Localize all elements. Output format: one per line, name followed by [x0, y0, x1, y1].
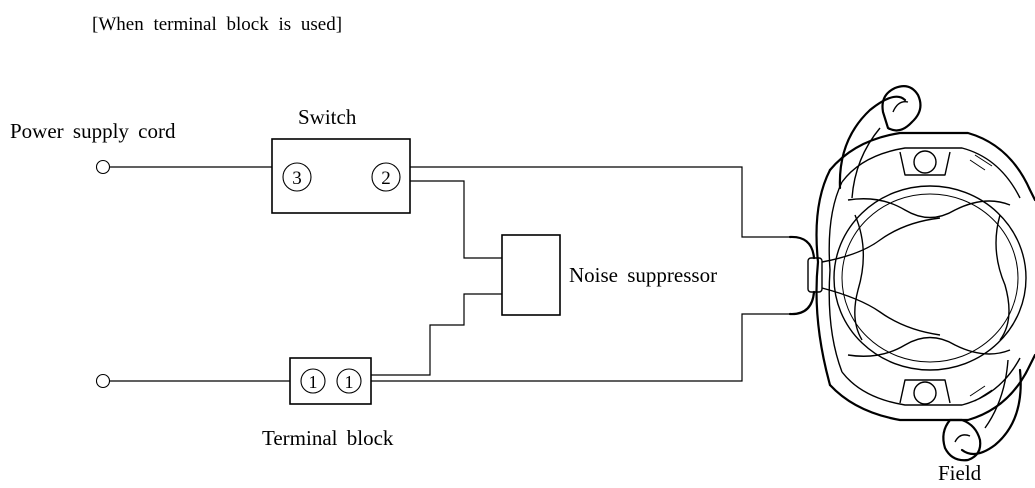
- field-mount-boss-top: [899, 151, 951, 176]
- block-terminal-right: [336, 368, 362, 394]
- noise-suppressor-label: Noise suppressor: [569, 263, 717, 287]
- terminal-block-label: Terminal block: [262, 426, 394, 450]
- field-detail-marks-bottom: [969, 385, 993, 402]
- field-rim-top: [841, 147, 1021, 199]
- field-drawing: [788, 85, 1035, 462]
- field-brush-bottom-detail: [954, 434, 971, 443]
- field-winding-right: [995, 214, 1010, 341]
- field-lead-connector: [807, 257, 823, 293]
- wire-block-to-field: [371, 313, 790, 382]
- field-mount-hole-bottom: [913, 381, 937, 405]
- noise-suppressor-box: [501, 234, 561, 316]
- wire-suppressor-to-block: [371, 293, 502, 376]
- field-housing-left: [815, 168, 832, 387]
- field-brush-lead-top-inner: [851, 127, 881, 199]
- field-bore: [833, 185, 1027, 371]
- terminal-block-box: [289, 357, 372, 405]
- field-brush-bottom: [942, 418, 982, 462]
- switch-terminal-3-label: 3: [292, 168, 302, 189]
- field-mount-hole-top: [913, 150, 937, 174]
- cord-terminal-bottom: [95, 373, 111, 389]
- wire-switch-to-field: [402, 166, 790, 238]
- field-lead-top: [788, 235, 816, 260]
- field-brush-lead-top: [838, 95, 907, 190]
- field-brush-top-detail: [892, 101, 909, 113]
- field-housing-top: [828, 131, 1035, 202]
- switch-terminal-2-label: 2: [381, 168, 391, 189]
- field-rim-left: [828, 181, 843, 373]
- field-bore-inner: [841, 193, 1019, 363]
- diagram-caption: [When terminal block is used]: [92, 14, 342, 35]
- field-brush-top: [881, 85, 922, 132]
- switch-box: [271, 138, 411, 214]
- field-pole-top: [847, 198, 1011, 219]
- switch-label: Switch: [298, 105, 357, 129]
- field-detail-marks-top: [969, 154, 993, 171]
- block-terminal-left: [300, 368, 326, 394]
- field-label: Field: [938, 461, 982, 485]
- switch-terminal-2: [371, 162, 401, 192]
- block-terminal-left-label: 1: [309, 372, 318, 392]
- cord-terminal-top: [95, 159, 111, 175]
- field-lead-bottom: [788, 290, 816, 316]
- field-brush-lead-bottom: [960, 368, 1022, 456]
- field-rim-bottom: [841, 357, 1021, 406]
- field-housing-bottom: [828, 353, 1035, 422]
- field-mount-boss-bottom: [899, 379, 951, 404]
- wires: [110, 166, 790, 382]
- switch-terminal-3: [282, 162, 312, 192]
- block-terminal-right-label: 1: [345, 372, 354, 392]
- field-winding-left: [854, 214, 865, 341]
- field-lead-inner-bottom: [821, 287, 941, 336]
- field-lead-inner-top: [821, 217, 941, 263]
- field-brush-lead-bottom-inner: [984, 359, 1009, 429]
- power-cord-label: Power supply cord: [10, 119, 176, 143]
- wire-switch-to-suppressor: [402, 180, 502, 259]
- field-pole-bottom: [847, 336, 1011, 357]
